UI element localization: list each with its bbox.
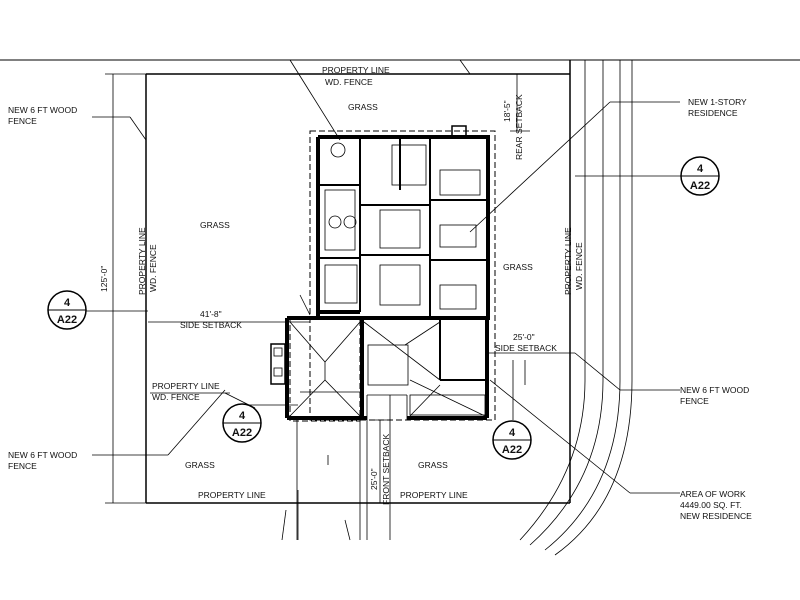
setback-outline (309, 130, 496, 421)
wd-fence-top-label: WD. FENCE (325, 77, 373, 87)
property-line-bottom-right-label: PROPERTY LINE (400, 490, 468, 500)
section-bubble-left-number: 4 (64, 297, 71, 309)
property-line-bottom-left-label: PROPERTY LINE (198, 490, 266, 500)
section-bubble-right-number: 4 (697, 163, 704, 175)
area-of-work-label-2: 4449.00 SQ. FT. (680, 500, 742, 510)
section-bubble-left: 4 A22 (47, 290, 87, 330)
dimension-125 (105, 73, 150, 504)
section-bubble-right: 4 A22 (680, 156, 720, 196)
section-bubble-left-sheet: A22 (57, 314, 77, 326)
house-floor-plan (270, 125, 490, 420)
dimension-125-label: 125'-0" (99, 266, 109, 292)
property-line-right-label-2: WD. FENCE (574, 242, 584, 290)
side-dimension-right-label: 25'-0" (513, 332, 535, 342)
property-line-right-label-1: PROPERTY LINE (563, 227, 573, 295)
grass-bottom-label: GRASS (418, 460, 448, 470)
new-fence-tl-label-2: FENCE (8, 116, 37, 126)
area-of-work-label-1: AREA OF WORK (680, 489, 746, 499)
street-curb (519, 60, 633, 556)
new-fence-bl-label-2: FENCE (8, 461, 37, 471)
new-fence-r-label-1: NEW 6 FT WOOD (680, 385, 749, 395)
driveway (296, 394, 408, 540)
property-line-left-label-2: WD. FENCE (148, 244, 158, 292)
area-of-work-label-3: NEW RESIDENCE (680, 511, 752, 521)
grass-top-label: GRASS (348, 102, 378, 112)
new-fence-bl-label-1: NEW 6 FT WOOD (8, 450, 77, 460)
property-line-top-label: PROPERTY LINE (322, 65, 390, 75)
section-bubble-bottom-right-sheet: A22 (502, 444, 522, 456)
rear-dimension-label: 18'-5" (502, 100, 512, 122)
section-bubble-right-sheet: A22 (690, 180, 710, 192)
property-line-bottomleft-label-2: WD. FENCE (152, 392, 200, 402)
section-bubble-bottom-right-number: 4 (509, 427, 516, 439)
new-fence-r-label-2: FENCE (680, 396, 709, 406)
grass-right-label: GRASS (503, 262, 533, 272)
property-boundary (145, 60, 571, 504)
side-setback-right-label: SIDE SETBACK (495, 343, 557, 353)
grass-bottomleft-label: GRASS (185, 460, 215, 470)
grass-left-label: GRASS (200, 220, 230, 230)
property-line-left-label-1: PROPERTY LINE (137, 227, 147, 295)
section-bubble-bottom-left-sheet: A22 (232, 427, 252, 439)
front-setback-label: FRONT SETBACK (381, 434, 391, 505)
new-residence-label-1: NEW 1-STORY (688, 97, 747, 107)
new-fence-tl-label-1: NEW 6 FT WOOD (8, 105, 77, 115)
front-dimension-label: 25'-0" (369, 468, 379, 490)
section-bubble-bottom-left: 4 A22 (222, 403, 262, 443)
new-residence-label-2: RESIDENCE (688, 108, 738, 118)
rear-setback-label: REAR SETBACK (514, 94, 524, 160)
side-setback-left-label: SIDE SETBACK (180, 320, 242, 330)
section-bubble-bottom-right: 4 A22 (492, 420, 532, 460)
section-bubble-bottom-left-number: 4 (239, 410, 246, 422)
leader-lines (85, 59, 690, 541)
property-line-bottomleft-label-1: PROPERTY LINE (152, 381, 220, 391)
dimension-41-label: 41'-8" (200, 309, 222, 319)
